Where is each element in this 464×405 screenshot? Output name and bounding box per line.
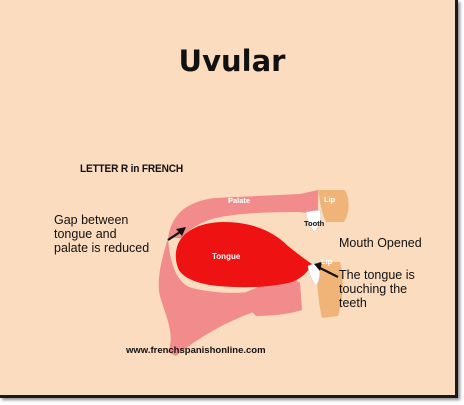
slide: Uvular LETTER R in FRENCH Palate Lip Too… bbox=[0, 0, 458, 398]
credit-url: www.frenchspanishonline.com bbox=[126, 345, 266, 356]
lower-lip-label: Lip bbox=[321, 257, 333, 266]
tooth-label: Tooth bbox=[304, 219, 325, 228]
mouth-opened-annotation: Mouth Opened bbox=[339, 236, 422, 250]
palate-label: Palate bbox=[228, 196, 250, 205]
gap-annotation: Gap between tongue and palate is reduced bbox=[54, 213, 149, 255]
mouth-diagram: Palate Lip Tooth Tongue Lip bbox=[0, 0, 458, 398]
tongue-shape bbox=[176, 222, 312, 287]
tongue-label: Tongue bbox=[212, 252, 241, 261]
upper-lip-label: Lip bbox=[324, 195, 336, 204]
tongue-touch-annotation: The tongue is touching the teeth bbox=[339, 268, 415, 310]
